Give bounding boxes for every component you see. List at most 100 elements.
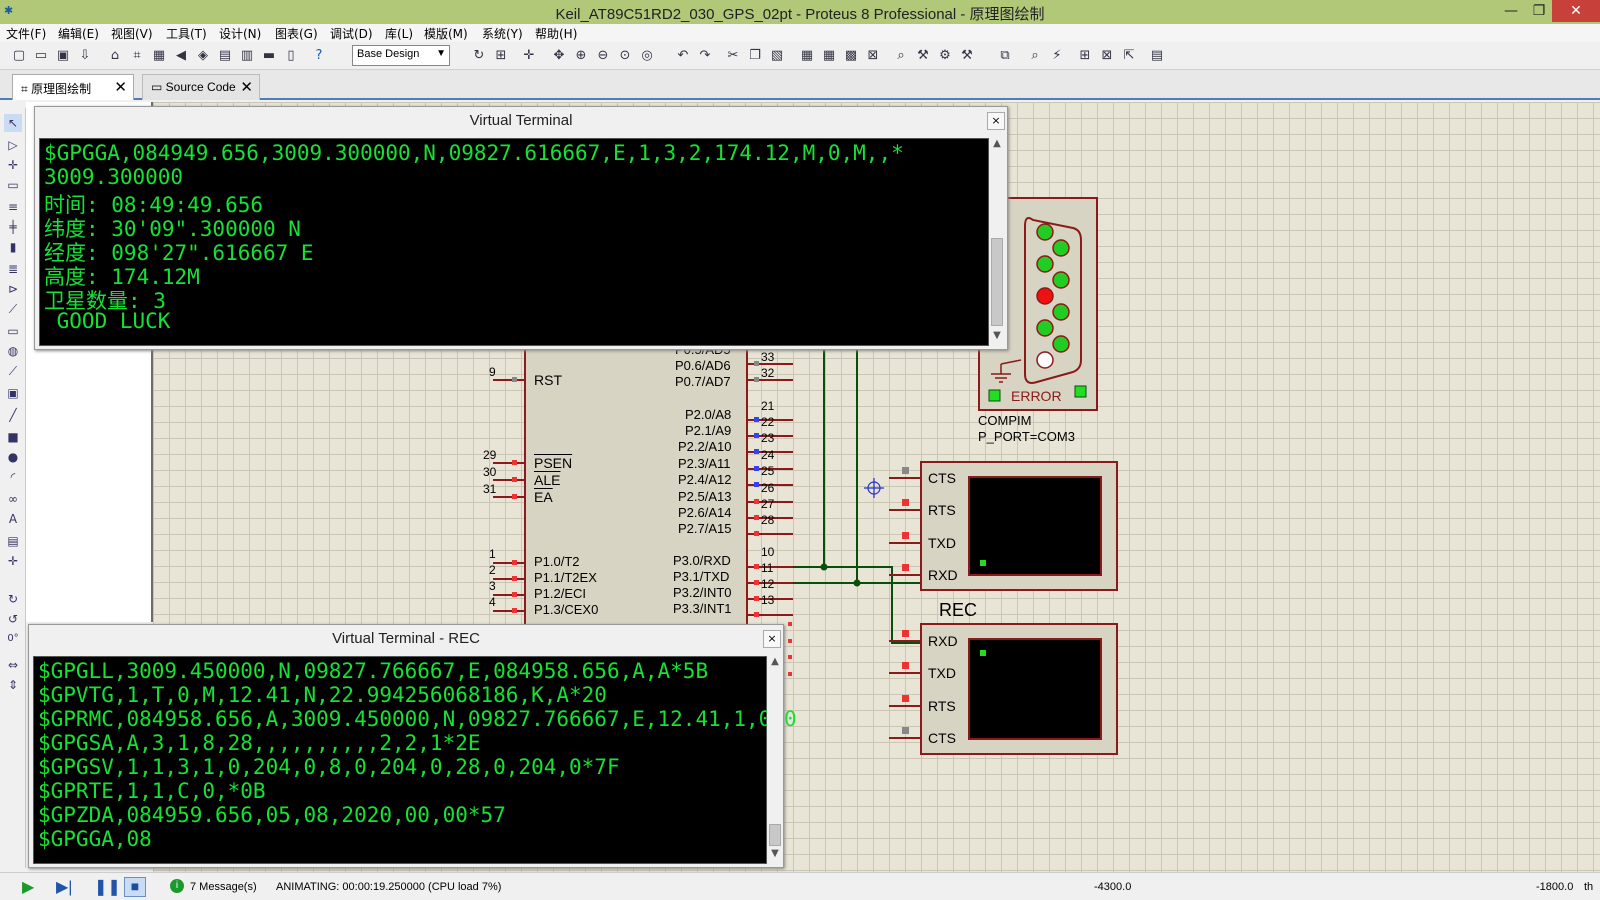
menu-tools[interactable]: 工具(T) [166, 27, 207, 41]
redo-icon[interactable]: ↷ [699, 48, 711, 63]
remove-sheet-icon[interactable]: ⊠ [1101, 48, 1113, 63]
help-icon[interactable]: ? [315, 48, 323, 63]
paste-icon[interactable]: ▧ [770, 48, 784, 63]
terminal-close-button[interactable]: × [987, 112, 1005, 130]
menu-file[interactable]: 文件(F) [6, 27, 47, 41]
make-device-icon[interactable]: ⚒ [917, 48, 929, 63]
mirror-vertical-icon[interactable]: ⇕ [7, 678, 19, 692]
mirror-horizontal-icon[interactable]: ⇔ [7, 658, 19, 672]
scroll-thumb[interactable] [991, 238, 1003, 326]
play-icon[interactable]: ▶ [22, 879, 35, 896]
close-window-button[interactable]: ✕ [1552, 0, 1600, 22]
marker-mode-icon[interactable]: ✛ [7, 554, 19, 568]
block-copy-icon[interactable]: ▦ [800, 48, 814, 63]
menu-template[interactable]: 模版(M) [424, 27, 468, 41]
package-tool-icon[interactable]: ⚙ [939, 48, 951, 63]
generator-mode-icon[interactable]: ◍ [7, 344, 19, 358]
restore-button[interactable]: ❐ [1532, 3, 1546, 19]
pick-device-icon[interactable]: ⌕ [897, 48, 905, 63]
home-icon[interactable]: ⌂ [110, 48, 120, 63]
virtual-terminal-window[interactable]: Virtual Terminal × $GPGGA,084949.656,300… [34, 106, 1008, 350]
menu-help[interactable]: 帮助(H) [535, 27, 578, 41]
zoom-out-icon[interactable]: ⊖ [597, 48, 609, 63]
bom-icon[interactable]: ▥ [240, 48, 254, 63]
cut-icon[interactable]: ✂ [727, 48, 739, 63]
text-script-mode-icon[interactable]: ≡ [7, 200, 19, 214]
pause-icon[interactable]: ❚❚ [94, 879, 121, 896]
scroll-up-icon[interactable]: ▲ [771, 656, 779, 667]
undo-icon[interactable]: ↶ [677, 48, 689, 63]
scroll-up-icon[interactable]: ▲ [993, 138, 1001, 149]
gerber-icon[interactable]: ▤ [218, 48, 232, 63]
wire-label-mode-icon[interactable]: ▭ [7, 178, 19, 192]
proteus-app-icon[interactable]: ✱ [4, 4, 14, 17]
refresh-icon[interactable]: ↻ [473, 48, 485, 63]
path-mode-icon[interactable]: ∞ [8, 492, 18, 506]
component-mode-icon[interactable]: ▷ [8, 138, 18, 152]
close-tab-icon[interactable]: ✕ [240, 79, 253, 96]
menu-view[interactable]: 视图(V) [111, 27, 153, 41]
voltage-probe-icon[interactable]: ⟋ [8, 364, 18, 378]
decompose-icon[interactable]: ⚒ [961, 48, 973, 63]
minimize-button[interactable]: — [1504, 3, 1518, 19]
copy-icon[interactable]: ❐ [749, 48, 761, 63]
selection-mode-icon[interactable]: ↖ [4, 114, 22, 132]
block-delete-icon[interactable]: ⊠ [867, 48, 879, 63]
block-move-icon[interactable]: ▦ [822, 48, 836, 63]
netlist-icon[interactable]: ▤ [1150, 48, 1164, 63]
grid-icon[interactable]: ⊞ [495, 48, 507, 63]
pin-mode-icon[interactable]: ⊳ [7, 282, 19, 296]
rotate-anticlockwise-icon[interactable]: ↺ [7, 612, 19, 626]
zoom-area-icon[interactable]: ◎ [641, 48, 653, 63]
pan-icon[interactable]: ✥ [553, 48, 565, 63]
wire-autorouter-icon[interactable]: ⧉ [1000, 48, 1010, 63]
message-count[interactable]: 7 Message(s) [190, 881, 257, 893]
tab-schematic[interactable]: ⌗ 原理图绘制 ✕ [12, 74, 134, 100]
graph-mode-icon[interactable]: ⟋ [8, 302, 18, 316]
menu-edit[interactable]: 编辑(E) [58, 27, 99, 41]
close-tab-icon[interactable]: ✕ [114, 79, 127, 96]
text-mode-icon[interactable]: A [8, 512, 18, 526]
terminal-output[interactable]: $GPGLL,3009.450000,N,09827.766667,E,0849… [33, 656, 797, 864]
origin-icon[interactable]: ✛ [523, 48, 535, 63]
menu-debug[interactable]: 调试(D) [330, 27, 373, 41]
buses-mode-icon[interactable]: ╪ [9, 220, 17, 234]
terminal-output[interactable]: $GPGGA,084949.656,3009.300000,N,09827.61… [39, 138, 989, 346]
junction-mode-icon[interactable]: ✛ [7, 158, 19, 172]
save-icon[interactable]: ▣ [56, 48, 70, 63]
back-icon[interactable]: ◀ [176, 48, 186, 63]
notes-icon[interactable]: ▬ [262, 48, 276, 63]
scroll-down-icon[interactable]: ▼ [993, 330, 1001, 341]
symbol-mode-icon[interactable]: ▤ [7, 534, 19, 548]
tab-source-code[interactable]: ▭ Source Code ✕ [142, 74, 260, 100]
terminal-scrollbar[interactable]: ▲ ▼ [989, 138, 1005, 346]
arc-mode-icon[interactable]: ◜ [10, 470, 16, 484]
rotate-clockwise-icon[interactable]: ↻ [7, 592, 19, 606]
tape-recorder-icon[interactable]: ▭ [7, 324, 19, 338]
box-mode-icon[interactable]: ■ [7, 430, 19, 444]
menu-system[interactable]: 系统(Y) [482, 27, 523, 41]
menu-library[interactable]: 库(L) [385, 27, 414, 41]
exit-to-parent-icon[interactable]: ⇱ [1123, 48, 1135, 63]
zoom-in-icon[interactable]: ⊕ [575, 48, 587, 63]
menu-design[interactable]: 设计(N) [219, 27, 262, 41]
zoom-all-icon[interactable]: ⊙ [619, 48, 631, 63]
terminal-close-button[interactable]: × [763, 630, 781, 648]
scroll-thumb[interactable] [769, 824, 781, 846]
block-rotate-icon[interactable]: ▩ [844, 48, 858, 63]
pcb-icon[interactable]: ▦ [152, 48, 166, 63]
new-sheet-icon[interactable]: ⊞ [1079, 48, 1091, 63]
open-folder-icon[interactable]: ▭ [34, 48, 48, 63]
line-mode-icon[interactable]: ╱ [9, 408, 17, 422]
import-icon[interactable]: ⇩ [79, 48, 91, 63]
step-icon[interactable]: ▶| [56, 879, 73, 896]
terminals-mode-icon[interactable]: ≣ [7, 262, 19, 276]
schematic-icon[interactable]: ⌗ [133, 48, 141, 63]
circle-mode-icon[interactable]: ● [7, 450, 19, 464]
virtual-instruments-icon[interactable]: ▣ [7, 386, 19, 400]
scroll-down-icon[interactable]: ▼ [771, 848, 779, 859]
stop-icon[interactable]: ■ [124, 877, 146, 897]
doc-icon[interactable]: ▯ [287, 48, 295, 63]
search-icon[interactable]: ⌕ [1031, 48, 1039, 63]
menu-graph[interactable]: 图表(G) [275, 27, 318, 41]
